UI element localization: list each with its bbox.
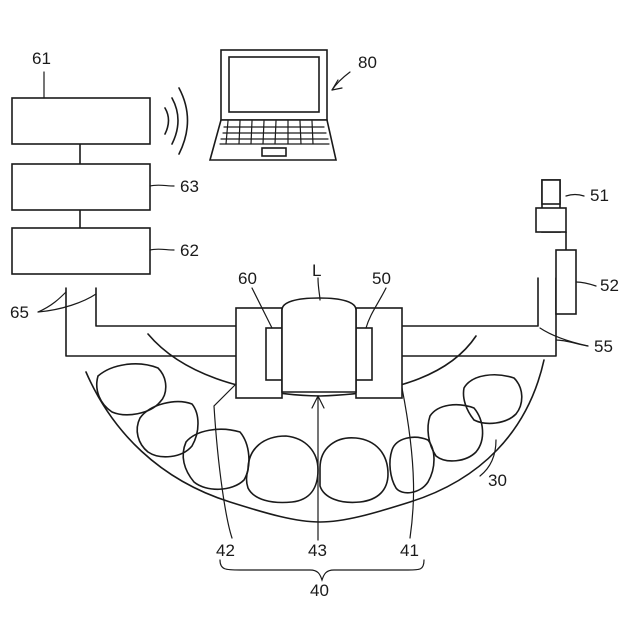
label-62: 62: [180, 241, 199, 260]
label-80: 80: [358, 53, 377, 72]
label-30: 30: [488, 471, 507, 490]
tooth: [390, 437, 434, 493]
sensor-unit: [236, 298, 402, 398]
label-65: 65: [10, 303, 29, 322]
tooth: [463, 375, 521, 424]
label-43: 43: [308, 541, 327, 560]
unit-63-box: [12, 164, 150, 210]
label-41: 41: [400, 541, 419, 560]
tooth: [428, 405, 483, 461]
label-55: 55: [594, 337, 613, 356]
tooth: [320, 438, 388, 503]
control-stack: [12, 98, 150, 274]
sensor-50-element: [356, 328, 372, 380]
label-61: 61: [32, 49, 51, 68]
component-52: [556, 232, 576, 314]
unit-61-box: [12, 98, 150, 144]
lens-block: [282, 298, 356, 392]
wireless-signal-icon: [165, 88, 188, 154]
label-40: 40: [310, 581, 329, 600]
tooth: [247, 436, 319, 502]
label-42: 42: [216, 541, 235, 560]
label-50: 50: [372, 269, 391, 288]
label-60: 60: [238, 269, 257, 288]
laptop-icon: [210, 50, 336, 160]
sensor-60-element: [266, 328, 282, 380]
label-L: L: [312, 261, 321, 280]
label-52: 52: [600, 276, 619, 295]
label-51: 51: [590, 186, 609, 205]
tooth: [137, 402, 198, 457]
label-63: 63: [180, 177, 199, 196]
unit-62-box: [12, 228, 150, 274]
component-51: [536, 180, 566, 232]
